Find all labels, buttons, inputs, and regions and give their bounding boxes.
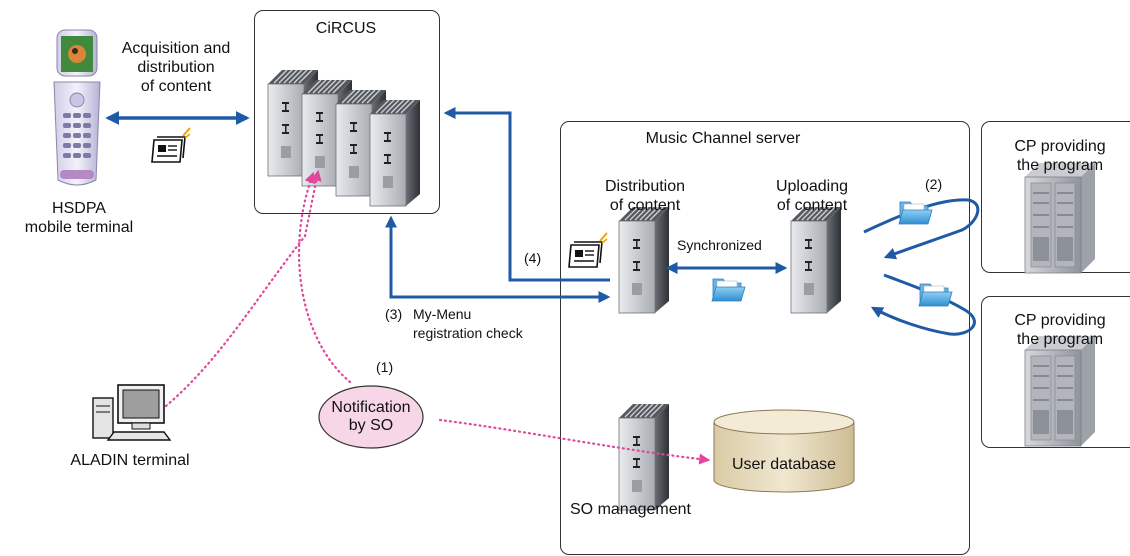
distribution-server-icon xyxy=(618,206,670,314)
synchronized-label: Synchronized xyxy=(677,237,762,253)
step3-text-2: registration check xyxy=(413,325,523,341)
folder-icon-upload-2 xyxy=(918,283,953,307)
aladin-label: ALADIN terminal xyxy=(70,452,190,469)
user-database-label: User database xyxy=(731,456,837,473)
mobile-label-2: mobile terminal xyxy=(24,219,134,236)
notification-ellipse xyxy=(318,385,424,449)
cp2-label-1: CP providing xyxy=(1014,312,1106,329)
acquisition-label-1: Acquisition and xyxy=(121,40,231,57)
folder-icon-sync xyxy=(711,278,746,302)
circus-title: CiRCUS xyxy=(315,20,377,37)
step3-text-1: My-Menu xyxy=(413,306,472,322)
user-database-icon xyxy=(713,409,855,493)
notification-label-1: Notification xyxy=(331,399,411,416)
uploading-label-1: Uploading xyxy=(775,178,849,195)
content-document-icon-2 xyxy=(568,232,608,268)
dotted-notification-to-circus xyxy=(298,171,352,384)
music-channel-server-title: Music Channel server xyxy=(645,130,801,147)
step3-label: (3) xyxy=(385,306,403,322)
dotted-aladin-to-circus xyxy=(164,169,322,408)
cp-rack-icon-1 xyxy=(1024,162,1096,274)
so-management-label: SO management xyxy=(570,501,691,518)
content-document-icon xyxy=(151,127,191,163)
mobile-label-1: HSDPA xyxy=(52,200,106,217)
step2-label: (2) xyxy=(925,176,943,192)
so-management-server-icon xyxy=(618,403,670,511)
uploading-label-2: of content xyxy=(776,197,848,214)
uploading-server-icon xyxy=(790,206,842,314)
distribution-label-1: Distribution xyxy=(604,178,686,195)
acquisition-label-3: of content xyxy=(140,78,212,95)
step1-label: (1) xyxy=(376,359,394,375)
cp-rack-icon-2 xyxy=(1024,335,1096,447)
arrow-step3 xyxy=(385,215,611,303)
acquisition-label-2: distribution xyxy=(137,59,215,76)
hsdpa-phone-icon xyxy=(53,29,101,186)
circus-servers-icon xyxy=(267,69,421,207)
cp1-label-1: CP providing xyxy=(1014,138,1106,155)
step4-label: (4) xyxy=(524,250,542,266)
cp1-label-2: the program xyxy=(1016,157,1104,174)
distribution-label-2: of content xyxy=(609,197,681,214)
dotted-notification-to-db xyxy=(438,418,711,465)
aladin-computer-icon xyxy=(92,384,172,441)
notification-label-2: by SO xyxy=(348,417,394,434)
cp2-label-2: the program xyxy=(1016,331,1104,348)
